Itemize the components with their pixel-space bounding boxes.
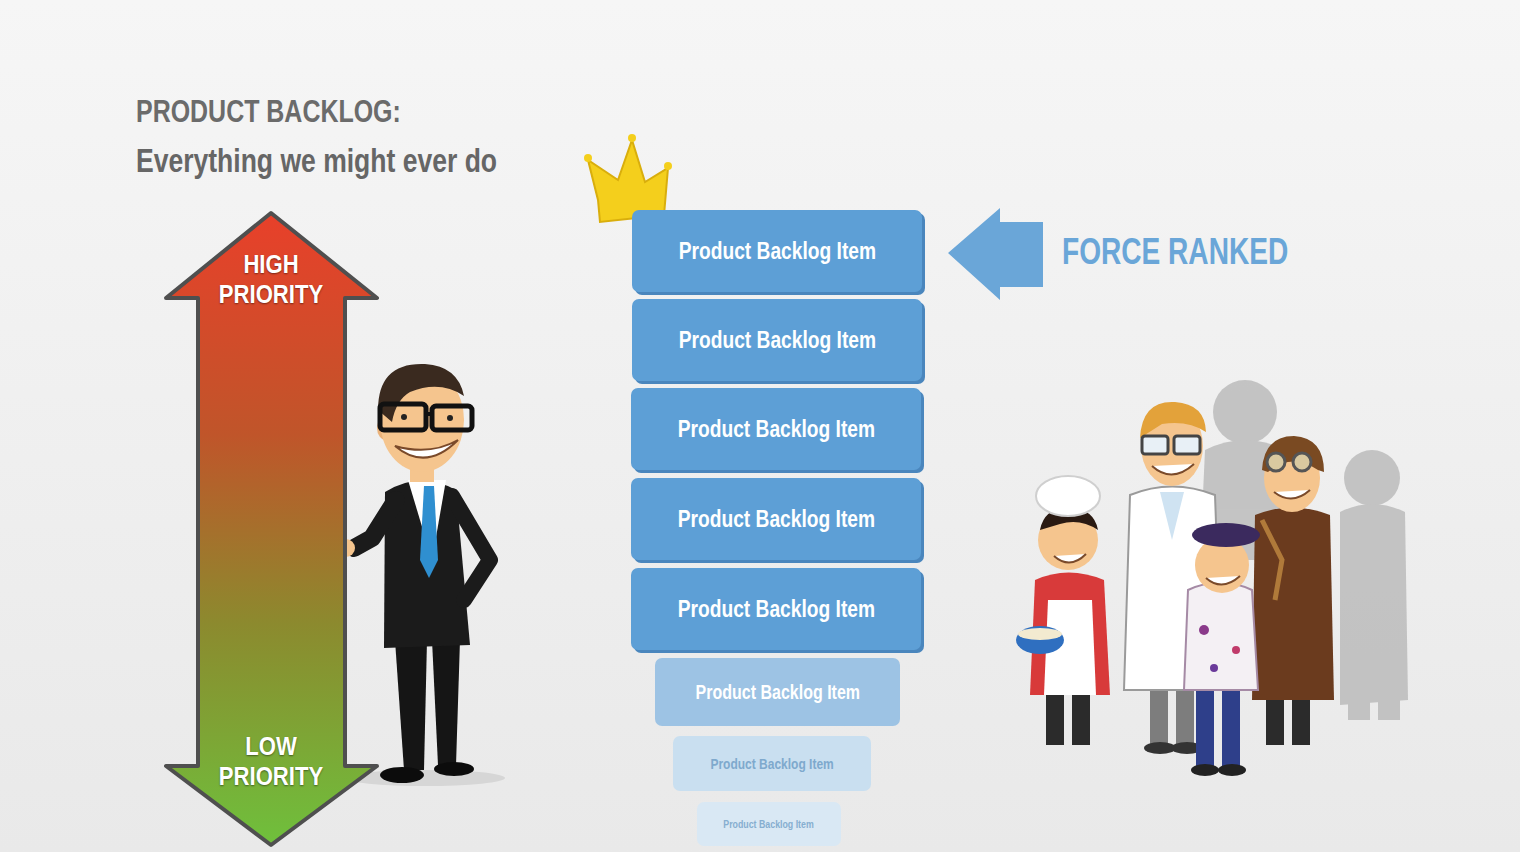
backlog-item-text: Product Backlog Item <box>678 237 875 265</box>
high-priority-label: HIGH PRIORITY <box>199 250 344 310</box>
diagram-title: PRODUCT BACKLOG: <box>136 94 401 129</box>
product-owner-figure <box>337 364 505 786</box>
subtitle: Everything we might ever do <box>136 142 497 179</box>
priority-arrow: HIGH PRIORITY LOW PRIORITY <box>163 210 380 848</box>
backlog-item-box: Product Backlog Item <box>673 736 871 791</box>
backlog-item-text: Product Backlog Item <box>677 415 874 443</box>
pointer-arrow <box>948 208 1043 300</box>
backlog-item-box: Product Backlog Item <box>655 658 900 726</box>
backlog-item-box: Product Backlog Item <box>631 478 921 560</box>
backlog-item-text: Product Backlog Item <box>677 595 874 623</box>
backlog-item-text: Product Backlog Item <box>677 505 874 533</box>
low-priority-label: LOW PRIORITY <box>199 732 344 792</box>
team-figures <box>1016 380 1408 776</box>
backlog-item-box: Product Backlog Item <box>697 802 841 846</box>
force-ranked-label: FORCE RANKED <box>1062 232 1288 272</box>
backlog-item-text: Product Backlog Item <box>695 681 859 704</box>
backlog-item-box: Product Backlog Item <box>632 299 922 381</box>
backlog-item-box: Product Backlog Item <box>632 210 922 292</box>
backlog-item-text: Product Backlog Item <box>678 326 875 354</box>
backlog-item-box: Product Backlog Item <box>631 568 921 650</box>
crown <box>584 134 672 222</box>
backlog-item-text: Product Backlog Item <box>724 818 814 830</box>
backlog-item-text: Product Backlog Item <box>710 755 833 772</box>
backlog-item-box: Product Backlog Item <box>631 388 921 470</box>
